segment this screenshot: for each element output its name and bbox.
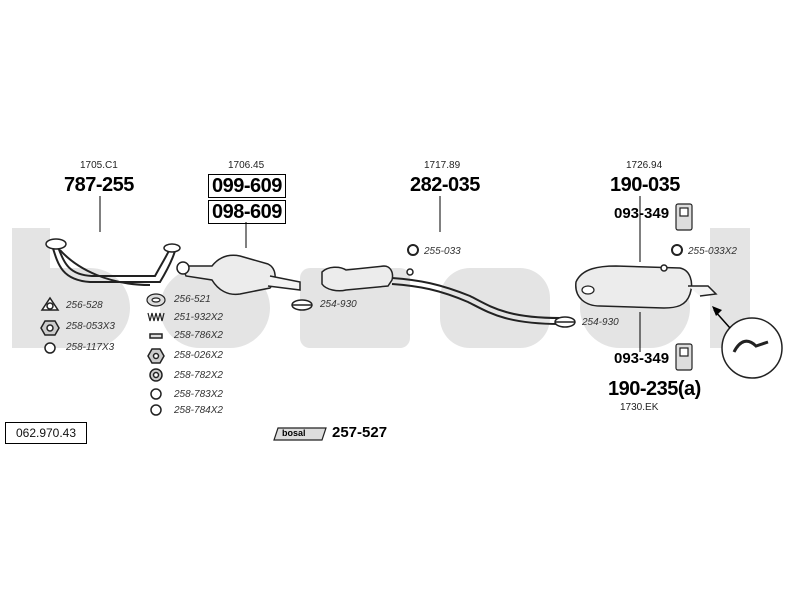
fitting-mid-4: 258-026X2	[174, 350, 223, 361]
section-ref-3: 1717.89	[424, 160, 461, 171]
hanger-icon-bottom	[675, 343, 693, 371]
part-number-2b: 098-609	[208, 200, 286, 224]
washer-icon-left	[44, 342, 56, 354]
clamp-label-1: 254-930	[320, 299, 357, 310]
clamp-icon-2	[554, 316, 576, 328]
kit-box-icon	[273, 427, 327, 441]
rubber-ring-icon-2	[671, 244, 683, 256]
hanger-label-bottom: 093-349	[614, 350, 670, 367]
rubber-label-1: 255-033	[424, 246, 461, 257]
fitting-mid-1: 256-521	[174, 294, 211, 305]
fitting-left-2: 258-053X3	[66, 321, 115, 332]
washer-icon-2	[150, 404, 162, 416]
hanger-icon-top	[675, 203, 693, 231]
detail-circle	[721, 317, 783, 379]
rubber-ring-hanger-1	[406, 268, 414, 276]
fitting-left-3: 258-117X3	[66, 342, 115, 353]
front-pipe	[51, 244, 177, 286]
front-pipe-flange	[45, 238, 67, 250]
hanger-label-top: 093-349	[614, 205, 670, 222]
catalytic-converter	[176, 254, 301, 296]
kit-part-number: 257-527	[332, 424, 388, 441]
intermediate-silencer	[321, 265, 561, 325]
rubber-label-2: 255-033X2	[688, 246, 737, 257]
gasket-icon-middle	[146, 293, 166, 307]
gasket-icon	[40, 296, 60, 311]
nut-icon-2	[149, 368, 163, 382]
section-ref-1: 1705.C1	[80, 160, 118, 171]
fitting-mid-6: 258-783X2	[174, 389, 223, 400]
fitting-mid-2: 251-932X2	[174, 312, 223, 323]
section-ref-2: 1706.45	[228, 160, 265, 171]
part-number-5: 190-235(a)	[608, 378, 701, 400]
fitting-mid-3: 258-786X2	[174, 330, 223, 341]
rear-silencer	[575, 265, 718, 309]
section-ref-5: 1730.EK	[620, 402, 659, 413]
fitting-mid-5: 258-782X2	[174, 370, 223, 381]
nut-icon-1	[147, 348, 165, 364]
fitting-left-1: 256-528	[66, 300, 103, 311]
rubber-ring-icon-1	[407, 244, 419, 256]
washer-icon-1	[150, 388, 162, 400]
front-pipe-flange-2	[163, 243, 181, 253]
clamp-label-2: 254-930	[582, 317, 619, 328]
section-ref-4: 1726.94	[626, 160, 663, 171]
bolt-icon	[149, 333, 163, 339]
part-number-3: 282-035	[410, 174, 480, 196]
clamp-icon-1	[291, 299, 313, 311]
spring-icon	[147, 312, 165, 322]
part-number-2a: 099-609	[208, 174, 286, 198]
part-number-4: 190-035	[610, 174, 680, 196]
rubber-ring-hanger-2	[660, 264, 668, 272]
catalog-number: 062.970.43	[5, 422, 87, 444]
part-number-1: 787-255	[64, 174, 134, 196]
nut-icon-left	[40, 320, 60, 336]
fitting-mid-7: 258-784X2	[174, 405, 223, 416]
kit-brand: bosal	[282, 428, 306, 438]
